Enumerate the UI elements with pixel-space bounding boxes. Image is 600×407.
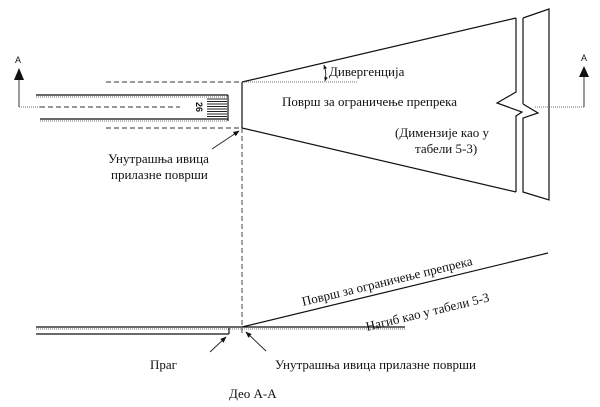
arrow-up-icon bbox=[14, 68, 24, 80]
inner-edge-section-arrow bbox=[245, 331, 267, 352]
runway: 26 bbox=[36, 94, 229, 122]
threshold-arrow bbox=[209, 336, 227, 353]
arrow-up-icon bbox=[579, 66, 589, 77]
inner-edge-plan-line2: прилазне површи bbox=[111, 167, 208, 182]
runway-designator: 26 bbox=[194, 102, 204, 112]
dimensions-label-line1: (Димензије као у bbox=[395, 125, 489, 140]
dimensions-label-line2: табели 5-3) bbox=[415, 141, 477, 156]
section-marker-right-label: A bbox=[581, 53, 587, 63]
surface-label-plan: Површ за ограничење препрека bbox=[282, 94, 457, 109]
inner-edge-section-label: Унутрашња ивица прилазне површи bbox=[275, 357, 476, 372]
section-marker-right: A bbox=[535, 53, 589, 108]
section-marker-left-label: A bbox=[15, 55, 21, 65]
divergence-label: Дивергенција bbox=[329, 64, 405, 79]
section-marker-left: A bbox=[14, 55, 40, 108]
slope-label: Нагиб као у табели 5-3 bbox=[364, 290, 491, 334]
section-view bbox=[36, 252, 549, 335]
inner-edge-plan-line1: Унутрашња ивица bbox=[108, 151, 209, 166]
inner-edge-plan-arrow bbox=[211, 130, 240, 150]
threshold-marking bbox=[207, 98, 227, 117]
section-title: Део А-А bbox=[229, 386, 277, 401]
divergence-angle-icon bbox=[323, 64, 328, 82]
approach-surface-plan bbox=[241, 8, 550, 201]
threshold-label: Праг bbox=[150, 357, 177, 372]
approach-surface-slope bbox=[241, 252, 549, 328]
